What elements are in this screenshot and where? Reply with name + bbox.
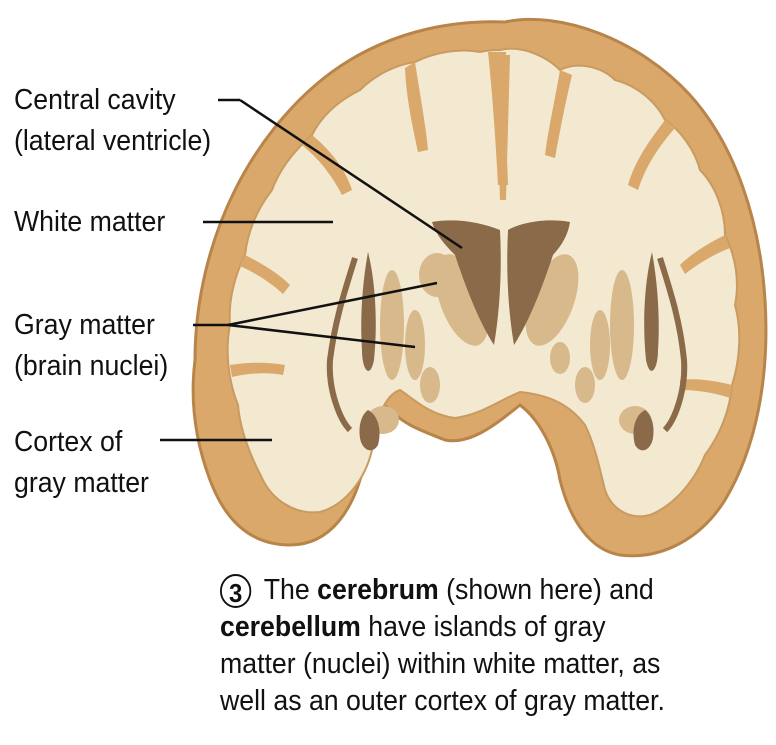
leader-gray-matter-b <box>227 323 416 349</box>
left-lateral-sulcus <box>326 257 358 433</box>
leader-central-cavity <box>239 98 463 250</box>
leader-lines <box>160 98 463 442</box>
right-lateral-sulcus <box>657 257 688 433</box>
label-gray-matter-cortex: gray matter <box>14 467 149 499</box>
step-number-badge: 3 <box>220 574 252 608</box>
label-central-cavity: Central cavity <box>14 84 176 116</box>
figure-caption: 3 The cerebrum (shown here) and cerebell… <box>220 572 732 720</box>
label-gray-matter: Gray matter <box>14 309 155 341</box>
term-cerebellum: cerebellum <box>220 611 361 643</box>
caption-line-2: cerebellum have islands of gray <box>220 611 606 643</box>
label-brain-nuclei: (brain nuclei) <box>14 350 169 382</box>
term-cerebrum: cerebrum <box>317 574 439 606</box>
caption-line-3: matter (nuclei) within white matter, as <box>220 648 661 680</box>
label-white-matter: White matter <box>14 206 166 238</box>
label-cortex-of: Cortex of <box>14 426 123 458</box>
leader-gray-matter-a <box>227 281 438 327</box>
label-lateral-ventricle: (lateral ventricle) <box>14 125 212 157</box>
longitudinal-fissure <box>496 55 510 200</box>
caption-line-4: well as an outer cortex of gray matter. <box>220 685 665 717</box>
caption-line-1: 3 The cerebrum (shown here) and <box>220 572 732 609</box>
